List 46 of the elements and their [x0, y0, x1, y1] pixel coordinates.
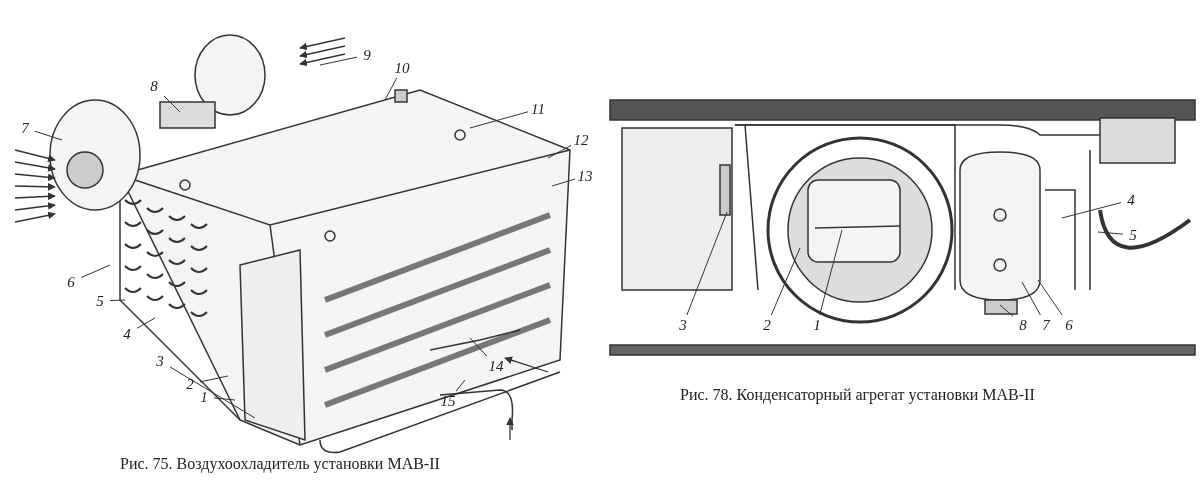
- callout-number: 1: [808, 316, 826, 334]
- callout-number: 12: [572, 131, 590, 149]
- leader-line: [136, 317, 156, 329]
- leader-line: [770, 247, 801, 316]
- callout-number: 6: [1060, 316, 1078, 334]
- callout-number: 2: [758, 316, 776, 334]
- leader-line: [686, 211, 728, 316]
- leader-line: [547, 144, 572, 159]
- figure-caption: Рис. 75. Воздухоохладитель установки МАВ-II: [120, 455, 440, 473]
- callout-number: 8: [1014, 316, 1032, 334]
- callout-number: 4: [1122, 191, 1140, 209]
- figure-caption: Рис. 78. Конденсаторный агрегат установки МАВ-II: [680, 386, 1035, 404]
- leader-line: [199, 375, 229, 383]
- leader-line: [1061, 202, 1122, 219]
- leader-line: [551, 178, 576, 187]
- leader-line: [1021, 281, 1041, 316]
- callout-number: 4: [118, 325, 136, 343]
- callout-number: 5: [1124, 226, 1142, 244]
- leader-line: [819, 229, 843, 316]
- callout-number: 6: [62, 273, 80, 291]
- leader-line: [455, 379, 466, 392]
- leader-line: [1037, 279, 1063, 316]
- leader-line: [999, 304, 1014, 317]
- callout-number: 5: [91, 292, 109, 310]
- callout-number: 7: [1037, 316, 1055, 334]
- callout-number: 11: [529, 100, 547, 118]
- leader-line: [109, 299, 126, 302]
- callout-number: 10: [393, 59, 411, 77]
- leader-line: [384, 77, 398, 101]
- leader-line: [163, 95, 181, 113]
- leader-line: [469, 111, 529, 129]
- leader-line: [213, 397, 236, 401]
- callout-number: 3: [674, 316, 692, 334]
- callout-number: 3: [151, 352, 169, 370]
- callout-number: 9: [358, 46, 376, 64]
- leader-line: [469, 337, 488, 357]
- callout-number: 13: [576, 167, 594, 185]
- leader-line: [169, 366, 256, 419]
- callout-number: 15: [439, 392, 457, 410]
- callout-number: 7: [16, 119, 34, 137]
- leader-line: [319, 56, 358, 66]
- leader-line: [1097, 231, 1124, 235]
- leader-line: [80, 264, 111, 279]
- leader-line: [34, 130, 63, 141]
- callout-number: 8: [145, 77, 163, 95]
- callout-number: 14: [487, 357, 505, 375]
